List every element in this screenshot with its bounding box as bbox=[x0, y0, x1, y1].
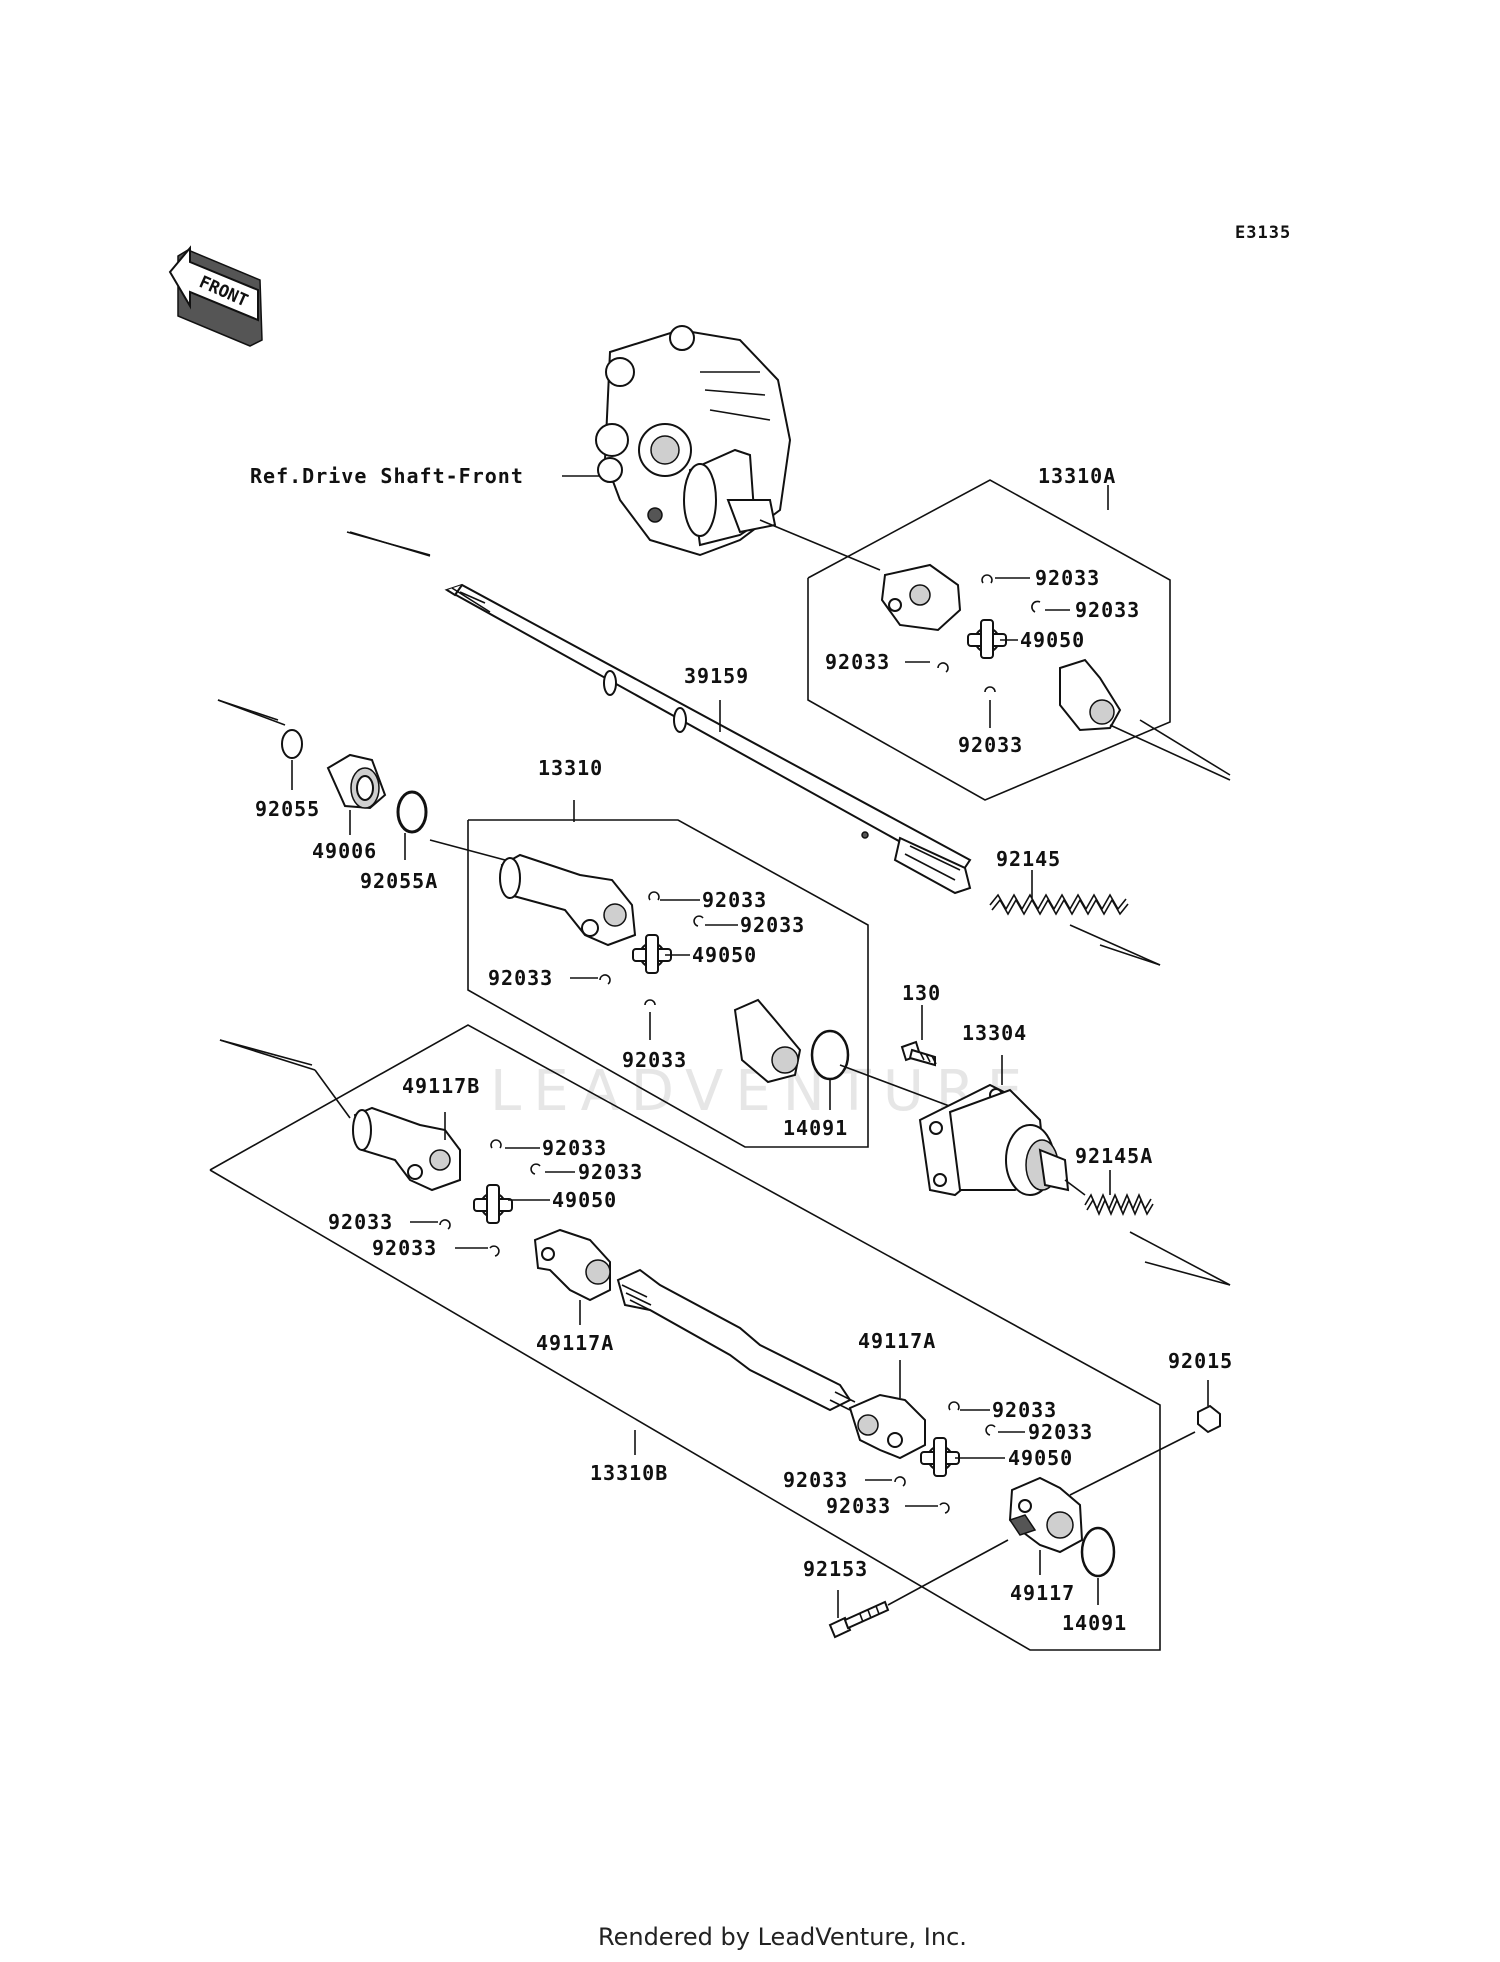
callout-49006: 49006 bbox=[312, 839, 377, 863]
oring-92055A-icon bbox=[396, 790, 428, 834]
middle-yoke-shaft bbox=[499, 853, 637, 947]
callout-49050-2: 49050 bbox=[692, 943, 757, 967]
callout-14091-1: 14091 bbox=[783, 1116, 848, 1140]
callout-92055A: 92055A bbox=[360, 869, 438, 893]
callout-49117B: 49117B bbox=[402, 1074, 480, 1098]
lower-right-ujoint-cross-icon bbox=[920, 1437, 960, 1477]
callout-130: 130 bbox=[902, 981, 941, 1005]
callout-49050-3: 49050 bbox=[552, 1188, 617, 1212]
callout-92033-10: 92033 bbox=[578, 1160, 643, 1184]
yoke-49117 bbox=[1008, 1476, 1084, 1554]
callout-92033-11: 92033 bbox=[328, 1210, 393, 1234]
callout-92033-6: 92033 bbox=[740, 913, 805, 937]
callout-49117A-1: 49117A bbox=[536, 1331, 614, 1355]
yoke-49117A-right bbox=[848, 1393, 926, 1460]
bolt-130 bbox=[900, 1040, 937, 1067]
callout-49050-1: 49050 bbox=[1020, 628, 1085, 652]
callout-92055: 92055 bbox=[255, 797, 320, 821]
washer-14091-2-icon bbox=[1080, 1526, 1116, 1578]
callout-92145: 92145 bbox=[996, 847, 1061, 871]
callout-92033-13: 92033 bbox=[992, 1398, 1057, 1422]
callout-13310: 13310 bbox=[538, 756, 603, 780]
middle-yoke-2 bbox=[733, 998, 802, 1084]
callout-92033-3: 92033 bbox=[825, 650, 890, 674]
group-13310B-box bbox=[209, 1024, 1161, 1651]
differential-housing bbox=[595, 325, 792, 557]
oring-92055-icon bbox=[281, 729, 303, 759]
callout-92033-1: 92033 bbox=[1035, 566, 1100, 590]
callout-13310B: 13310B bbox=[590, 1461, 668, 1485]
callout-92145A: 92145A bbox=[1075, 1144, 1153, 1168]
callout-92153: 92153 bbox=[803, 1557, 868, 1581]
middle-ujoint-cross-icon bbox=[632, 934, 672, 974]
footer-credit: Rendered by LeadVenture, Inc. bbox=[598, 1923, 967, 1951]
callout-92033-7: 92033 bbox=[488, 966, 553, 990]
front-arrow-icon: FRONT bbox=[168, 245, 263, 347]
callout-92033-14: 92033 bbox=[1028, 1420, 1093, 1444]
yoke-49117B bbox=[352, 1106, 461, 1192]
intermediate-shaft bbox=[616, 1268, 856, 1412]
callout-92033-9: 92033 bbox=[542, 1136, 607, 1160]
nut-92015-icon bbox=[1197, 1404, 1221, 1434]
bolt-92153 bbox=[828, 1600, 890, 1639]
callout-13310A: 13310A bbox=[1038, 464, 1116, 488]
upper-ujoint-yoke-2 bbox=[1059, 658, 1122, 732]
callout-92033-4: 92033 bbox=[958, 733, 1023, 757]
upper-ujoint-yoke bbox=[880, 563, 962, 632]
callout-39159: 39159 bbox=[684, 664, 749, 688]
callout-49117A-2: 49117A bbox=[858, 1329, 936, 1353]
diagram-code: E3135 bbox=[1235, 223, 1291, 243]
callout-14091-2: 14091 bbox=[1062, 1611, 1127, 1635]
callout-49117: 49117 bbox=[1010, 1581, 1075, 1605]
callout-13304: 13304 bbox=[962, 1021, 1027, 1045]
callout-92033-8: 92033 bbox=[622, 1048, 687, 1072]
upper-ujoint-cross-icon bbox=[967, 619, 1007, 659]
lower-left-ujoint-cross-icon bbox=[473, 1184, 513, 1224]
group-13310A-box bbox=[807, 479, 1171, 801]
yoke-49117A-left bbox=[533, 1228, 611, 1302]
coupling-49006 bbox=[326, 753, 387, 810]
drive-shaft-39159 bbox=[444, 583, 972, 895]
callout-ref-drive-shaft-front: Ref.Drive Shaft-Front bbox=[250, 464, 524, 488]
callout-92015: 92015 bbox=[1168, 1349, 1233, 1373]
group-13310-box bbox=[467, 819, 869, 1148]
callout-92033-12: 92033 bbox=[372, 1236, 437, 1260]
spring-92145 bbox=[989, 893, 1129, 916]
callout-92033-15: 92033 bbox=[783, 1468, 848, 1492]
washer-14091-icon bbox=[810, 1029, 850, 1081]
bearing-housing-13304 bbox=[918, 1083, 1070, 1197]
spring-92145A bbox=[1084, 1192, 1154, 1217]
callout-92033-16: 92033 bbox=[826, 1494, 891, 1518]
callout-92033-5: 92033 bbox=[702, 888, 767, 912]
callout-49050-4: 49050 bbox=[1008, 1446, 1073, 1470]
callout-92033-2: 92033 bbox=[1075, 598, 1140, 622]
